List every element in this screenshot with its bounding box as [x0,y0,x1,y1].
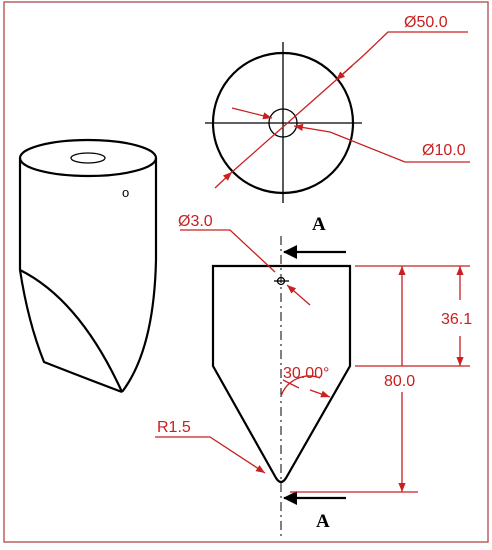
angle-arc [280,375,321,397]
cylinder-top-ellipse [18,138,158,178]
bevel-cut-edge [19,269,124,393]
isometric-view: o [18,138,158,394]
total-height-label: 80.0 [384,373,415,390]
inner-dia-arrow-2 [293,123,331,133]
tip-radius-leader [155,436,266,474]
outer-dia-line [231,65,353,173]
inner-diameter-label: Ø10.0 [422,142,466,159]
partial-height-label: 36.1 [441,311,472,328]
inner-dia-leader [329,131,470,163]
cylinder-bore-ellipse [70,152,106,164]
cylinder-right-edge [121,158,158,393]
outer-dia-leader [363,31,468,56]
section-view: A A Ø3.0 36.1 80.0 30 [155,213,472,536]
section-label-top: A [312,214,326,235]
drawing-frame [3,1,489,543]
outer-dia-arrow-2 [335,54,365,81]
inner-dia-arrow-1 [231,107,273,120]
hole-diameter-label: Ø3.0 [178,213,213,230]
section-arrowhead-bottom [283,491,297,505]
tip-radius-label: R1.5 [157,419,191,436]
section-body-outline [211,264,352,484]
hole-dia-leader [180,229,276,273]
section-arrowhead-top [283,245,297,259]
cylinder-lower-edge [18,269,123,394]
hole-dia-arrow [286,284,311,306]
angle-arrow-right [309,389,331,398]
outer-dia-arrow-1 [214,171,233,189]
outer-diameter-label: Ø50.0 [404,14,448,31]
iso-hole-mark: o [122,185,129,200]
section-label-bottom: A [316,511,330,532]
top-view: Ø50.0 Ø10.0 [205,14,470,203]
tip-angle-label: 30.00° [283,365,329,382]
angle-leader [282,379,300,389]
